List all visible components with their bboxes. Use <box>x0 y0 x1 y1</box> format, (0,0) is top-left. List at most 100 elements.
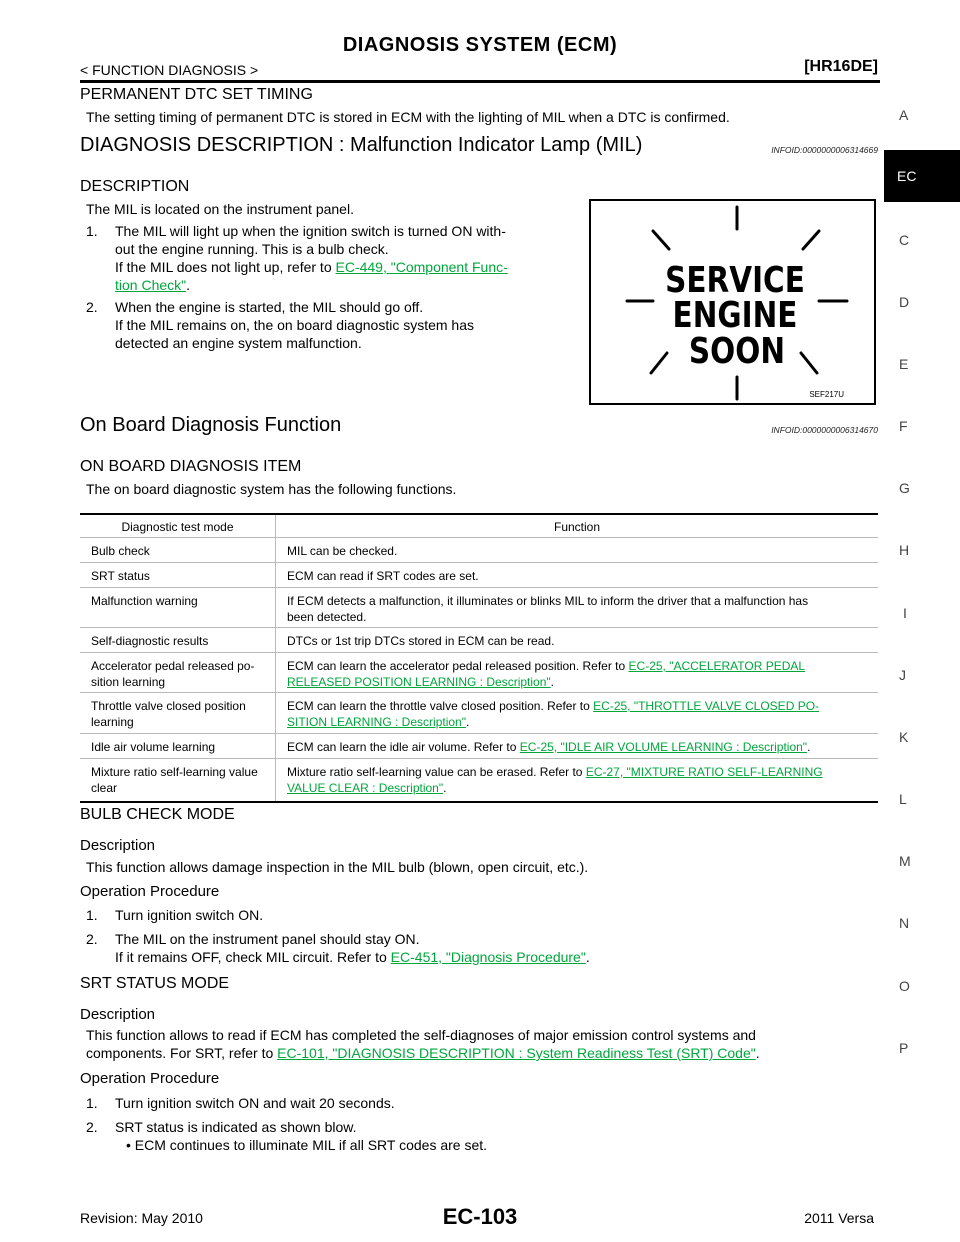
engine-text: ENGINE <box>673 293 798 336</box>
bulb-check-step-1: 1. Turn ignition switch ON. <box>86 906 786 924</box>
srt-status-step-2-num: 2. <box>86 1119 98 1135</box>
bulb-check-step-2-num: 2. <box>86 931 98 947</box>
side-tab-f[interactable]: F <box>899 418 908 434</box>
mil-item-2-line2: If the MIL remains on, the on board diag… <box>115 317 475 333</box>
side-tab-o[interactable]: O <box>899 978 910 994</box>
mil-infoid: INFOID:0000000006314669 <box>771 145 878 155</box>
ray-bottom-left <box>649 351 669 375</box>
mil-item-2-line3: detected an engine system malfunction. <box>115 335 362 351</box>
side-tab-e[interactable]: E <box>899 356 909 372</box>
side-tab-active[interactable]: EC <box>884 150 960 202</box>
table-row-rule <box>80 758 878 759</box>
table-cell-suffix: . <box>443 781 447 795</box>
side-tab-c[interactable]: C <box>899 232 910 248</box>
side-tab-n[interactable]: N <box>899 915 910 931</box>
service-text: SERVICE <box>665 258 805 301</box>
ray-top-left <box>651 229 671 251</box>
footer-page-number: EC-103 <box>442 1204 518 1229</box>
table-cell-link[interactable]: EC-25, "IDLE AIR VOLUME LEARNING : Descr… <box>519 740 808 754</box>
srt-status-step-1-num: 1. <box>86 1095 98 1111</box>
obd-section-heading: On Board Diagnosis Function <box>80 414 342 436</box>
side-tab-k[interactable]: K <box>899 729 909 745</box>
footer-revision: Revision: May 2010 <box>80 1210 203 1226</box>
mil-intro: The MIL is located on the instrument pan… <box>86 201 354 217</box>
table-cell-mode-line: Accelerator pedal released po- <box>91 659 255 673</box>
srt-status-step-2: 2. SRT status is indicated as shown blow… <box>86 1118 786 1154</box>
table-cell-mode: Bulb check <box>91 543 271 559</box>
table-cell-function: If ECM detects a malfunction, it illumin… <box>287 593 877 625</box>
mil-item-1-suffix: . <box>186 277 191 293</box>
section-label: < FUNCTION DIAGNOSIS > <box>80 62 259 78</box>
obd-item-heading: ON BOARD DIAGNOSIS ITEM <box>80 458 302 475</box>
srt-status-step-2-line1: SRT status is indicated as shown blow. <box>115 1119 357 1135</box>
ray-top-right <box>801 229 821 251</box>
table-header-rule <box>80 537 878 538</box>
bulb-check-description-heading: Description <box>80 837 156 854</box>
table-cell-function: DTCs or 1st trip DTCs stored in ECM can … <box>287 633 877 649</box>
engine-code: [HR16DE] <box>804 58 878 75</box>
table-cell-function: ECM can learn the throttle valve closed … <box>287 698 877 730</box>
side-tab-d[interactable]: D <box>899 294 910 310</box>
table-cell-link[interactable]: RELEASED POSITION LEARNING : Description… <box>287 675 551 689</box>
table-cell-link[interactable]: EC-25, "ACCELERATOR PEDAL <box>628 659 806 673</box>
side-tab-j[interactable]: J <box>899 667 906 683</box>
link-ec-449-part2[interactable]: tion Check" <box>115 277 187 293</box>
mil-item-1-line2: out the engine running. This is a bulb c… <box>115 241 389 257</box>
link-ec-449-part1[interactable]: EC-449, "Component Func- <box>335 259 508 275</box>
table-header-function: Function <box>553 520 601 534</box>
ray-bottom-right <box>799 351 819 375</box>
table-cell-function: Mixture ratio self-learning value can be… <box>287 764 877 796</box>
srt-status-description-line1: This function allows to read if ECM has … <box>86 1027 756 1043</box>
bulb-check-step-1-text: Turn ignition switch ON. <box>115 907 264 923</box>
table-cell-mode-line: Bulb check <box>91 544 150 558</box>
side-tab-l[interactable]: L <box>899 791 907 807</box>
link-ec-101[interactable]: EC-101, "DIAGNOSIS DESCRIPTION : System … <box>277 1045 756 1061</box>
table-cell-function: ECM can learn the idle air volume. Refer… <box>287 739 877 755</box>
table-cell-mode-line: Mixture ratio self-learning value <box>91 765 258 779</box>
table-cell-link[interactable]: EC-25, "THROTTLE VALVE CLOSED PO- <box>593 699 820 713</box>
table-cell-mode: Accelerator pedal released po-sition lea… <box>91 658 271 690</box>
mil-item-2: 2. When the engine is started, the MIL s… <box>86 298 586 352</box>
table-cell-function-text: Mixture ratio self-learning value can be… <box>287 765 586 779</box>
table-cell-link[interactable]: EC-27, "MIXTURE RATIO SELF-LEARNING <box>585 765 823 779</box>
table-row-rule <box>80 652 878 653</box>
table-cell-link[interactable]: SITION LEARNING : Description" <box>287 715 466 729</box>
srt-status-description-heading: Description <box>80 1006 156 1023</box>
link-ec-451[interactable]: EC-451, "Diagnosis Procedure" <box>390 949 586 965</box>
side-tab-g[interactable]: G <box>899 480 910 496</box>
table-cell-mode-line: Throttle valve closed position <box>91 699 246 713</box>
side-tab-active-label: EC <box>897 168 917 184</box>
table-column-divider <box>275 515 276 801</box>
table-cell-mode: Self-diagnostic results <box>91 633 271 649</box>
table-cell-function-text: DTCs or 1st trip DTCs stored in ECM can … <box>287 634 555 648</box>
header-rule <box>80 80 880 83</box>
side-tab-a[interactable]: A <box>899 107 909 123</box>
srt-status-description-suffix: . <box>755 1045 760 1061</box>
table-cell-mode: Mixture ratio self-learning value clear <box>91 764 271 796</box>
table-cell-function-text: If ECM detects a malfunction, it illumin… <box>287 594 809 608</box>
mil-item-1: 1. The MIL will light up when the igniti… <box>86 222 586 294</box>
bulb-check-heading: BULB CHECK MODE <box>80 806 235 823</box>
table-cell-function: MIL can be checked. <box>287 543 877 559</box>
mil-section-heading: DIAGNOSIS DESCRIPTION : Malfunction Indi… <box>80 134 643 156</box>
table-cell-link[interactable]: VALUE CLEAR : Description" <box>287 781 444 795</box>
table-cell-function-text: ECM can learn the throttle valve closed … <box>287 699 594 713</box>
table-cell-function-text: ECM can learn the accelerator pedal rele… <box>287 659 629 673</box>
table-bottom-rule <box>80 801 878 803</box>
side-tab-h[interactable]: H <box>899 542 910 558</box>
side-tab-p[interactable]: P <box>899 1040 909 1056</box>
side-tab-i[interactable]: I <box>903 605 907 621</box>
table-cell-function: ECM can read if SRT codes are set. <box>287 568 877 584</box>
side-tab-m[interactable]: M <box>899 853 911 869</box>
table-cell-mode-line: SRT status <box>91 569 150 583</box>
permanent-dtc-text: The setting timing of permanent DTC is s… <box>86 109 730 125</box>
table-cell-function: ECM can learn the accelerator pedal rele… <box>287 658 877 690</box>
table-cell-function-text: ECM can learn the idle air volume. Refer… <box>287 740 520 754</box>
mil-item-1-line3: If the MIL does not light up, refer to <box>115 259 336 275</box>
table-row-rule <box>80 627 878 628</box>
table-cell-mode-line: clear <box>91 781 118 795</box>
bulb-check-step-2-line2: If it remains OFF, check MIL circuit. Re… <box>115 949 391 965</box>
table-cell-function-text: ECM can read if SRT codes are set. <box>287 569 479 583</box>
table-cell-mode-line: learning <box>91 715 134 729</box>
table-cell-function-text: MIL can be checked. <box>287 544 398 558</box>
